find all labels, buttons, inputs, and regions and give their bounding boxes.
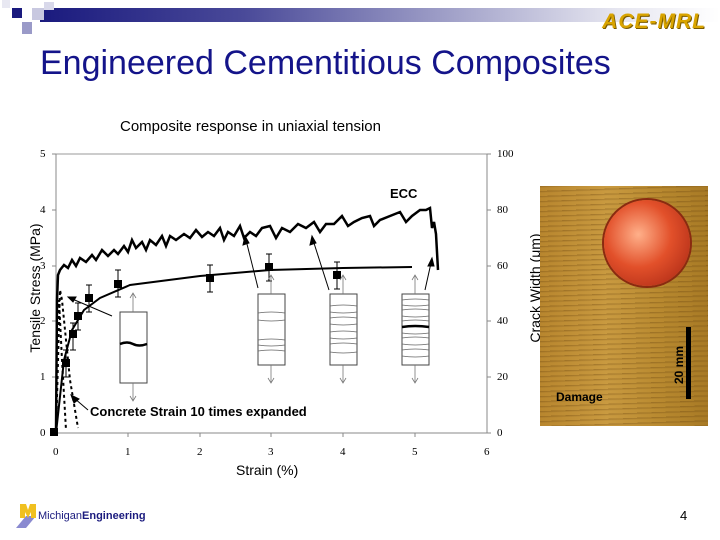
scale-label: 20 mm	[672, 345, 687, 385]
ecc-annotation: ECC	[390, 186, 418, 201]
damage-label: Damage	[556, 390, 603, 404]
penny-icon	[604, 200, 690, 286]
concrete-annotation: Concrete Strain 10 times expanded	[90, 404, 307, 419]
x-axis-label: Strain (%)	[236, 462, 299, 478]
x-tick: 6	[484, 446, 490, 458]
ecc-curve	[54, 206, 440, 434]
x-tick: 2	[197, 446, 203, 458]
x-tick: 0	[53, 446, 59, 458]
header-gradient-bar	[40, 8, 720, 22]
chart-title: Composite response in uniaxial tension	[120, 118, 381, 135]
y2-tick: 20	[497, 371, 508, 383]
footer-org-bold: Engineering	[82, 510, 146, 522]
y-tick: 4	[40, 204, 46, 216]
decor-square	[32, 8, 44, 20]
footer-org-light: Michigan	[38, 510, 83, 522]
x-tick: 5	[412, 446, 418, 458]
scale-bar	[686, 327, 691, 399]
brand-logo: ACE-MRL	[602, 10, 706, 33]
y2-tick: 60	[497, 260, 508, 272]
michigan-m-logo-icon	[16, 504, 36, 528]
footer-org: MichiganEngineering	[38, 510, 146, 522]
x-tick: 4	[340, 446, 346, 458]
y-axis-label: Tensile Stress (MPa)	[27, 223, 43, 353]
y2-tick: 100	[497, 148, 514, 160]
y-tick: 1	[40, 371, 46, 383]
specimen-diagrams	[119, 293, 430, 384]
decor-square	[2, 0, 10, 8]
decor-square	[12, 8, 22, 18]
x-tick: 1	[125, 446, 131, 458]
y2-tick: 80	[497, 204, 508, 216]
y-tick: 2	[40, 315, 46, 327]
y2-tick: 40	[497, 315, 508, 327]
decor-square	[22, 22, 32, 34]
page-number: 4	[680, 508, 688, 523]
y-tick: 3	[40, 260, 46, 272]
y-tick: 5	[40, 148, 46, 160]
page-title: Engineered Cementitious Composites	[40, 44, 611, 82]
decor-square	[44, 2, 54, 10]
x-tick: 3	[268, 446, 274, 458]
y2-tick: 0	[497, 427, 503, 439]
y-tick: 0	[40, 427, 46, 439]
